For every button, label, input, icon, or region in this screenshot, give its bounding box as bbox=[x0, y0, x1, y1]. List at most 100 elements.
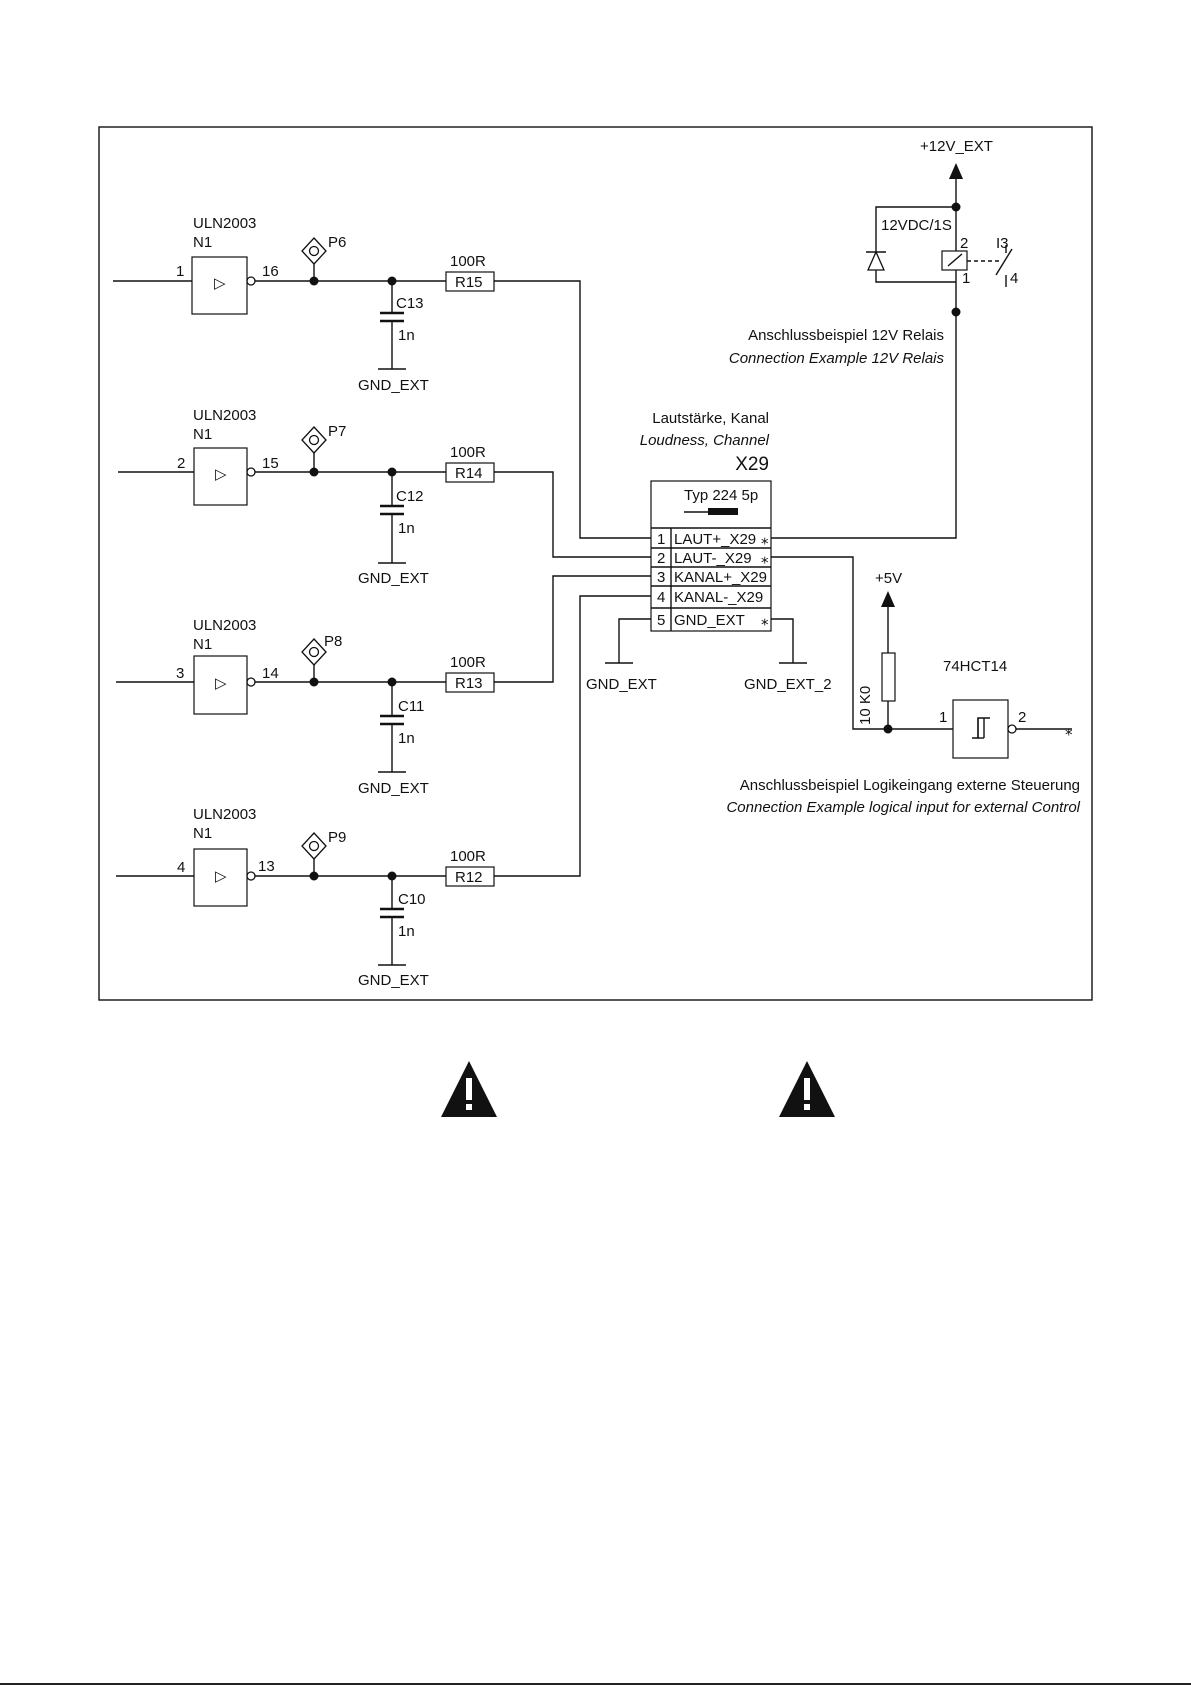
driver-4-ic: ULN2003 bbox=[193, 806, 256, 823]
connector-pin-5-num: 5 bbox=[657, 612, 665, 629]
relay-caption-en: Connection Example 12V Relais bbox=[729, 350, 945, 367]
supply-arrow-icon bbox=[881, 591, 895, 607]
driver-4-cap: C10 bbox=[398, 891, 426, 908]
driver-1-cap: C13 bbox=[396, 295, 424, 312]
logic-out-pin: 2 bbox=[1018, 709, 1026, 726]
driver-3-gnd: GND_EXT bbox=[358, 780, 429, 797]
buffer-triangle-icon: ▷ bbox=[214, 275, 226, 292]
connector-gnd-left: GND_EXT bbox=[586, 676, 657, 693]
driver-1-res: R15 bbox=[455, 274, 483, 291]
terminal-cross-icon: ⁎ bbox=[761, 531, 769, 548]
driver-1-body bbox=[191, 256, 248, 315]
logic-in-pin: 1 bbox=[939, 709, 947, 726]
driver-3-cap-value: 1n bbox=[398, 730, 415, 747]
connector-pin-4-name: KANAL-_X29 bbox=[674, 589, 763, 606]
connector-title-de: Lautstärke, Kanal bbox=[652, 410, 769, 427]
schmitt-trigger-body bbox=[952, 699, 1009, 759]
driver-3-cap: C11 bbox=[398, 698, 424, 715]
connector-pin-4-num: 4 bbox=[657, 589, 665, 606]
driver-1-testpoint: P6 bbox=[328, 234, 346, 251]
logic-input-example: +5V 10 K0 1 74HCT14 2 ⁎ Anschlussbeispie… bbox=[726, 570, 1080, 816]
connector-type: Typ 224 5p bbox=[684, 487, 758, 504]
relay-contact-bottom: 4 bbox=[1010, 270, 1018, 287]
driver-4-output-pin: 13 bbox=[258, 858, 275, 875]
driver-4-res-value: 100R bbox=[450, 848, 486, 865]
connector-pin-5-name: GND_EXT bbox=[674, 612, 745, 629]
driver-1-gnd: GND_EXT bbox=[358, 377, 429, 394]
relay-label: 12VDC/1S bbox=[881, 217, 952, 234]
diode-icon bbox=[866, 250, 886, 271]
driver-2-output-pin: 15 bbox=[262, 455, 279, 472]
driver-3-body bbox=[193, 655, 248, 715]
relay-caption-de: Anschlussbeispiel 12V Relais bbox=[748, 327, 944, 344]
warning-triangle-icon bbox=[779, 1061, 835, 1117]
driver-2-res: R14 bbox=[455, 465, 483, 482]
warning-triangle-icon bbox=[441, 1061, 497, 1117]
connector-pin-3-num: 3 bbox=[657, 569, 665, 586]
driver-3-ref: N1 bbox=[193, 636, 212, 653]
driver-3-output-pin: 14 bbox=[262, 665, 279, 682]
driver-1-res-value: 100R bbox=[450, 253, 486, 270]
logic-resistor: 10 K0 bbox=[857, 686, 874, 725]
buffer-triangle-icon: ▷ bbox=[215, 868, 227, 885]
driver-4-input-pin: 4 bbox=[177, 859, 185, 876]
connector-pin-1-name: LAUT+_X29 bbox=[674, 531, 756, 548]
driver-2-ic: ULN2003 bbox=[193, 407, 256, 424]
driver-1-ref: N1 bbox=[193, 234, 212, 251]
connector-ref: X29 bbox=[735, 454, 769, 475]
pullup-resistor bbox=[881, 652, 896, 702]
driver-1-ic: ULN2003 bbox=[193, 215, 256, 232]
page-bottom-rule bbox=[0, 1683, 1191, 1685]
driver-1-cap-value: 1n bbox=[398, 327, 415, 344]
supply-arrow-icon bbox=[949, 163, 963, 179]
driver-channel-3: 3 ▷ ULN2003 N1 14 P8 C11 1n GND_EXT R13 … bbox=[116, 575, 661, 797]
connector-x29: Lautstärke, Kanal Loudness, Channel X29 … bbox=[586, 312, 957, 730]
logic-caption-de: Anschlussbeispiel Logikeingang externe S… bbox=[740, 777, 1080, 794]
terminal-cross-icon: ⁎ bbox=[761, 612, 769, 629]
diagram-frame bbox=[98, 126, 1093, 1001]
relay-example: +12V_EXT 12VDC/1S 2 1 I3 4 Anschlussbeis… bbox=[729, 138, 1018, 367]
driver-1-input-pin: 1 bbox=[176, 263, 184, 280]
driver-channel-2: 2 ▷ ULN2003 N1 15 P7 C12 1n GND_EXT R14 … bbox=[118, 407, 661, 587]
driver-4-body bbox=[193, 848, 248, 907]
driver-2-testpoint: P7 bbox=[328, 423, 346, 440]
driver-3-res-value: 100R bbox=[450, 654, 486, 671]
connector-title-en: Loudness, Channel bbox=[640, 432, 770, 449]
driver-3-input-pin: 3 bbox=[176, 665, 184, 682]
connector-pin-1-num: 1 bbox=[657, 531, 665, 548]
connector-pin-2-name: LAUT-_X29 bbox=[674, 550, 752, 567]
driver-4-gnd: GND_EXT bbox=[358, 972, 429, 989]
driver-2-ref: N1 bbox=[193, 426, 212, 443]
driver-2-res-value: 100R bbox=[450, 444, 486, 461]
connector-pin-3-name: KANAL+_X29 bbox=[674, 569, 767, 586]
logic-caption-en: Connection Example logical input for ext… bbox=[726, 799, 1080, 816]
terminal-cross-icon: ⁎ bbox=[1065, 722, 1073, 739]
connector-gnd-right: GND_EXT_2 bbox=[744, 676, 832, 693]
driver-channel-1: 1 ▷ ULN2003 N1 16 P6 C13 1n GND_EXT R15 … bbox=[113, 215, 661, 539]
driver-4-cap-value: 1n bbox=[398, 923, 415, 940]
driver-3-ic: ULN2003 bbox=[193, 617, 256, 634]
driver-4-res: R12 bbox=[455, 869, 483, 886]
connector-pin-2-num: 2 bbox=[657, 550, 665, 567]
buffer-triangle-icon: ▷ bbox=[215, 675, 227, 692]
terminal-cross-icon: ⁎ bbox=[761, 550, 769, 567]
relay-contact-top: I3 bbox=[996, 235, 1009, 252]
driver-3-testpoint: P8 bbox=[324, 633, 342, 650]
driver-1-output-pin: 16 bbox=[262, 263, 279, 280]
driver-4-ref: N1 bbox=[193, 825, 212, 842]
driver-2-cap: C12 bbox=[396, 488, 424, 505]
driver-2-input-pin: 2 bbox=[177, 455, 185, 472]
buffer-triangle-icon: ▷ bbox=[215, 466, 227, 483]
relay-supply: +12V_EXT bbox=[920, 138, 993, 155]
driver-channel-4: 4 ▷ ULN2003 N1 13 P9 C10 1n GND_EXT R12 … bbox=[116, 595, 661, 989]
logic-ic: 74HCT14 bbox=[943, 658, 1007, 675]
driver-2-cap-value: 1n bbox=[398, 520, 415, 537]
logic-supply: +5V bbox=[875, 570, 902, 587]
driver-3-res: R13 bbox=[455, 675, 483, 692]
relay-coil-pin-top: 2 bbox=[960, 235, 968, 252]
driver-4-testpoint: P9 bbox=[328, 829, 346, 846]
relay-coil-pin-bottom: 1 bbox=[962, 270, 970, 287]
driver-2-gnd: GND_EXT bbox=[358, 570, 429, 587]
driver-2-body bbox=[193, 447, 248, 506]
